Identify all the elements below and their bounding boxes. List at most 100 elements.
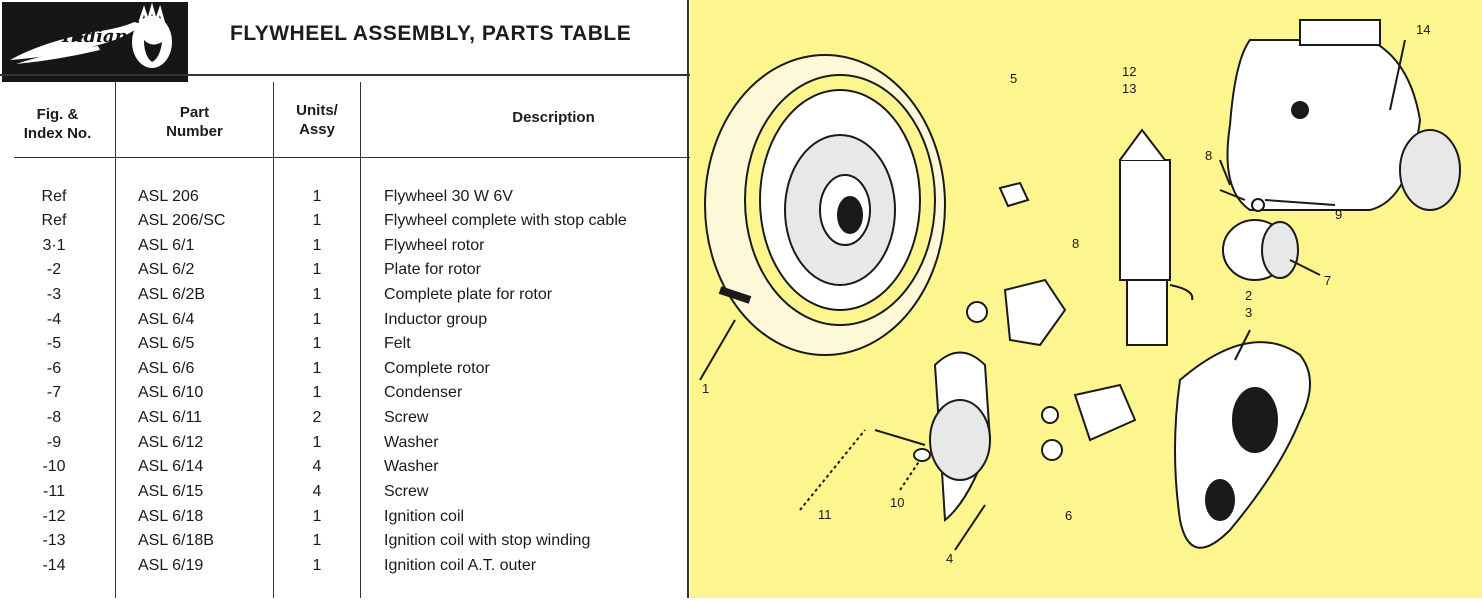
units-cell: 1 — [312, 508, 322, 525]
header-description: Description — [512, 109, 595, 126]
long-screw-part — [874, 429, 926, 446]
washer-part — [1251, 198, 1265, 212]
header-part-number: Part Number — [166, 104, 223, 140]
callout-8-lower: 8 — [1072, 236, 1079, 251]
col-divider-2 — [273, 82, 274, 598]
fig-index-cell: Ref — [41, 188, 67, 205]
fig-index-cell: -12 — [42, 508, 66, 525]
callout-13: 13 — [1122, 81, 1136, 96]
callout-14: 14 — [1416, 22, 1430, 37]
callout-9: 9 — [1335, 207, 1342, 222]
description-cell: Felt — [384, 335, 411, 352]
callout-2: 2 — [1245, 288, 1252, 303]
diagram-callouts: 1 2 3 4 5 6 7 8 8 9 10 11 12 13 14 — [702, 22, 1430, 566]
description-cell: Condenser — [384, 384, 463, 401]
indian-headdress-icon: Indian — [10, 2, 172, 68]
header-divider — [14, 157, 690, 158]
units-cell: 1 — [312, 237, 322, 254]
table-row: Ref ASL 206 1 Flywheel 30 W 6V — [0, 188, 690, 212]
table-row: -7 ASL 6/10 1 Condenser — [0, 384, 690, 408]
condenser-part — [1222, 219, 1299, 281]
part-number-cell: ASL 6/18 — [138, 508, 204, 525]
col-divider-1 — [115, 82, 116, 598]
units-cell: 1 — [312, 557, 322, 574]
description-cell: Plate for rotor — [384, 261, 481, 278]
fig-index-cell: -9 — [46, 434, 62, 451]
table-row: -11 ASL 6/15 4 Screw — [0, 483, 690, 507]
complete-rotor-part — [966, 278, 1137, 461]
part-number-cell: ASL 6/14 — [138, 458, 204, 475]
felt-part — [998, 181, 1030, 208]
description-cell: Screw — [384, 483, 429, 500]
callout-7: 7 — [1324, 273, 1331, 288]
title-divider — [0, 74, 690, 76]
fig-index-cell: -11 — [43, 483, 65, 500]
callout-12: 12 — [1122, 64, 1136, 79]
units-cell: 4 — [312, 483, 322, 500]
page-title: FLYWHEEL ASSEMBLY, PARTS TABLE — [230, 22, 632, 45]
description-cell: Flywheel 30 W 6V — [384, 188, 513, 205]
units-cell: 1 — [312, 188, 322, 205]
table-row: -12 ASL 6/18 1 Ignition coil — [0, 508, 690, 532]
units-cell: 4 — [312, 458, 322, 475]
fig-index-cell: -3 — [46, 286, 62, 303]
fig-index-cell: -8 — [46, 409, 62, 426]
panel-edge — [687, 0, 689, 598]
description-cell: Washer — [384, 434, 439, 451]
part-number-cell: ASL 6/1 — [138, 237, 195, 254]
units-cell: 1 — [312, 212, 322, 229]
callout-11: 11 — [818, 507, 832, 522]
callout-10: 10 — [890, 495, 904, 510]
callout-6: 6 — [1065, 508, 1072, 523]
callout-8-upper: 8 — [1205, 148, 1212, 163]
part-number-cell: ASL 206 — [138, 188, 199, 205]
fig-index-cell: -7 — [46, 384, 62, 401]
units-cell: 1 — [312, 261, 322, 278]
small-washer-part — [913, 448, 931, 462]
table-row: -10 ASL 6/14 4 Washer — [0, 458, 690, 482]
part-number-cell: ASL 6/2 — [138, 261, 195, 278]
table-row: -2 ASL 6/2 1 Plate for rotor — [0, 261, 690, 285]
units-cell: 1 — [312, 311, 322, 328]
callout-5: 5 — [1010, 71, 1017, 86]
description-cell: Complete rotor — [384, 360, 490, 377]
callout-1: 1 — [702, 381, 709, 396]
logo-wordmark: Indian — [61, 26, 128, 47]
fig-index-cell: Ref — [41, 212, 67, 229]
header-fig-index: Fig. & Index No. — [23, 106, 92, 142]
col-divider-3 — [360, 82, 361, 598]
units-cell: 1 — [312, 532, 322, 549]
screw-part — [1219, 189, 1246, 201]
table-row: -4 ASL 6/4 1 Inductor group — [0, 311, 690, 335]
description-cell: Washer — [384, 458, 439, 475]
description-cell: Flywheel rotor — [384, 237, 485, 254]
parts-table-panel: Indian FLYWHEEL ASSEMBLY, PARTS TABLE Fi… — [0, 0, 690, 598]
indian-logo: Indian — [2, 2, 188, 82]
part-number-cell: ASL 6/12 — [138, 434, 204, 451]
part-number-cell: ASL 6/5 — [138, 335, 195, 352]
table-row: -6 ASL 6/6 1 Complete rotor — [0, 360, 690, 384]
part-number-cell: ASL 206/SC — [138, 212, 226, 229]
fig-index-cell: -13 — [42, 532, 66, 549]
units-cell: 1 — [312, 335, 322, 352]
table-row: -3 ASL 6/2B 1 Complete plate for rotor — [0, 286, 690, 310]
fig-index-cell: -5 — [46, 335, 62, 352]
fig-index-cell: -14 — [42, 557, 66, 574]
description-cell: Ignition coil — [384, 508, 465, 525]
rotor-plate-part — [1174, 341, 1311, 549]
part-number-cell: ASL 6/10 — [138, 384, 204, 401]
table-row: -5 ASL 6/5 1 Felt — [0, 335, 690, 359]
table-row: -8 ASL 6/11 2 Screw — [0, 409, 690, 433]
description-cell: Inductor group — [384, 311, 488, 328]
inductor-group-part — [929, 351, 992, 522]
part-number-cell: ASL 6/6 — [138, 360, 195, 377]
table-row: -9 ASL 6/12 1 Washer — [0, 434, 690, 458]
units-cell: 1 — [312, 384, 322, 401]
description-cell: Ignition coil with stop winding — [384, 532, 591, 549]
description-cell: Flywheel complete with stop cable — [384, 212, 627, 229]
fig-index-cell: -2 — [46, 261, 62, 278]
description-cell: Ignition coil A.T. outer — [384, 557, 537, 574]
callout-4: 4 — [946, 551, 953, 566]
fig-index-cell: -6 — [46, 360, 62, 377]
callout-3: 3 — [1245, 305, 1252, 320]
